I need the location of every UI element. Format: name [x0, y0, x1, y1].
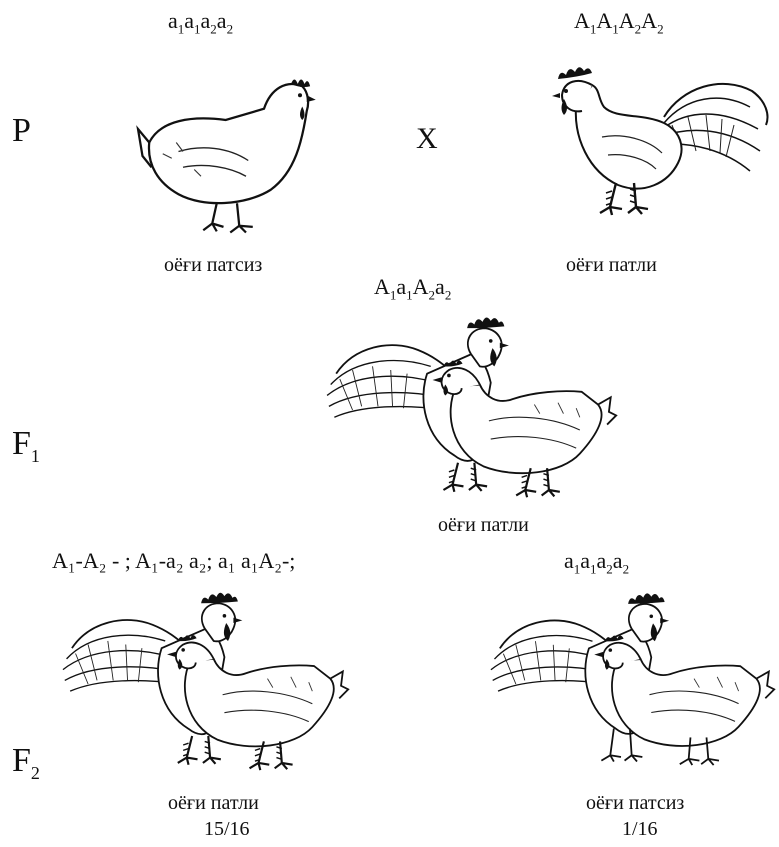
f2-left-phenotype: оёғи патли [168, 792, 259, 814]
f2-right-ratio: 1/16 [622, 818, 658, 840]
f1-pair-illustration [326, 316, 618, 499]
f2-left-ratio: 15/16 [204, 818, 250, 840]
cross-symbol: X [416, 122, 438, 155]
generation-label-p: P [12, 112, 31, 149]
rooster-illustration [551, 66, 769, 217]
f2-right-genotype: a1a1a2a2 [564, 548, 630, 577]
hen-illustration [136, 78, 317, 234]
parent-left-genotype: a1a1a2a2 [168, 8, 234, 37]
f1-genotype: A1a1A2a2 [374, 274, 452, 303]
f2-feathered-pair-illustration [62, 591, 350, 772]
f2-left-genotypes: A₁-A₂ - ; A₁-a₂ a₂; a₁ a₁A₂-; [52, 548, 296, 573]
parent-right-genotype: A1A1A2A2 [574, 8, 664, 37]
parent-right-phenotype: оёғи патли [566, 254, 657, 276]
generation-label-f2: F2 [12, 742, 40, 783]
generation-label-f1: F1 [12, 425, 40, 466]
f2-bare-pair-illustration [490, 592, 776, 766]
f1-phenotype: оёғи патли [438, 514, 529, 536]
parent-left-phenotype: оёғи патсиз [164, 254, 263, 276]
f2-right-phenotype: оёғи патсиз [586, 792, 685, 814]
